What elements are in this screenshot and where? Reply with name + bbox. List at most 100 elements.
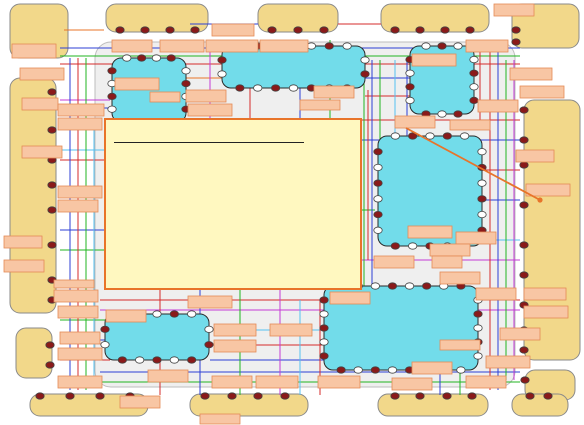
label-tag-56[interactable] (431, 255, 463, 269)
label-tag-55[interactable] (373, 255, 415, 269)
port-103[interactable] (319, 310, 329, 318)
label-tag-41[interactable] (465, 375, 507, 389)
port-84[interactable] (204, 341, 214, 349)
label-tag-5[interactable] (57, 117, 103, 131)
port-79[interactable] (187, 310, 197, 318)
port-151[interactable] (280, 392, 290, 400)
port-43[interactable] (405, 69, 415, 77)
port-146[interactable] (95, 392, 105, 400)
port-154[interactable] (442, 392, 452, 400)
label-tag-50[interactable] (213, 339, 257, 353)
port-137[interactable] (519, 201, 529, 209)
port-27[interactable] (324, 42, 334, 50)
label-tag-62[interactable] (449, 119, 491, 131)
label-tag-27[interactable] (509, 67, 553, 81)
label-tag-42[interactable] (411, 361, 453, 375)
port-149[interactable] (227, 392, 237, 400)
port-34[interactable] (360, 70, 370, 78)
port-115[interactable] (267, 26, 277, 34)
port-95[interactable] (422, 282, 432, 290)
port-155[interactable] (467, 392, 477, 400)
label-tag-7[interactable] (57, 185, 103, 199)
port-48[interactable] (469, 96, 479, 105)
port-42[interactable] (469, 55, 479, 64)
port-143[interactable] (520, 376, 530, 384)
label-tag-48[interactable] (213, 323, 257, 337)
port-111[interactable] (115, 26, 125, 34)
port-138[interactable] (519, 241, 529, 249)
port-144[interactable] (35, 392, 45, 400)
port-114[interactable] (190, 26, 200, 34)
label-tag-33[interactable] (407, 225, 453, 239)
label-tag-16[interactable] (111, 39, 153, 53)
port-50[interactable] (390, 242, 400, 250)
port-92[interactable] (387, 366, 398, 374)
port-68[interactable] (477, 210, 487, 219)
port-82[interactable] (204, 325, 214, 333)
label-tag-38[interactable] (523, 305, 569, 319)
port-52[interactable] (408, 242, 418, 250)
port-15[interactable] (107, 105, 117, 113)
port-122[interactable] (511, 26, 521, 34)
port-1[interactable] (122, 54, 132, 62)
port-25[interactable] (306, 42, 316, 50)
port-40[interactable] (453, 110, 463, 118)
port-113[interactable] (165, 26, 175, 34)
label-tag-3[interactable] (21, 97, 59, 111)
port-134[interactable] (519, 106, 529, 114)
port-13[interactable] (107, 92, 117, 101)
port-22[interactable] (271, 84, 281, 92)
label-tag-14[interactable] (57, 375, 103, 389)
port-139[interactable] (519, 271, 529, 279)
label-tag-17[interactable] (159, 39, 205, 53)
label-tag-12[interactable] (59, 331, 101, 345)
label-tag-31[interactable] (515, 149, 555, 163)
port-90[interactable] (370, 366, 380, 374)
port-9[interactable] (107, 67, 117, 75)
label-tag-1[interactable] (11, 43, 57, 59)
label-tag-9[interactable] (3, 235, 43, 249)
label-tag-21[interactable] (313, 85, 355, 99)
label-tag-28[interactable] (519, 85, 565, 99)
port-64[interactable] (477, 179, 487, 187)
port-32[interactable] (360, 56, 370, 64)
label-tag-36[interactable] (475, 287, 517, 301)
label-tag-8[interactable] (57, 199, 99, 213)
label-tag-22[interactable] (185, 89, 227, 103)
label-tag-15[interactable] (114, 77, 160, 91)
port-129[interactable] (47, 241, 57, 249)
label-tag-26[interactable] (465, 39, 509, 53)
port-81[interactable] (100, 325, 110, 333)
port-38[interactable] (437, 110, 447, 118)
label-tag-58[interactable] (53, 289, 99, 303)
port-45[interactable] (405, 83, 415, 91)
port-93[interactable] (404, 282, 415, 290)
port-33[interactable] (217, 70, 227, 78)
port-117[interactable] (319, 26, 329, 34)
port-128[interactable] (47, 206, 57, 214)
port-80[interactable] (187, 356, 197, 364)
port-153[interactable] (415, 392, 425, 400)
label-tag-54[interactable] (329, 291, 371, 305)
port-91[interactable] (387, 282, 398, 290)
port-59[interactable] (373, 148, 383, 156)
port-156[interactable] (525, 392, 535, 400)
label-tag-10[interactable] (3, 259, 45, 273)
port-29[interactable] (342, 42, 352, 50)
label-tag-34[interactable] (455, 231, 497, 245)
port-65[interactable] (373, 195, 383, 203)
port-123[interactable] (511, 38, 521, 46)
label-tag-6[interactable] (21, 145, 63, 159)
label-tag-49[interactable] (269, 323, 313, 337)
label-tag-57[interactable] (439, 271, 481, 285)
label-tag-18[interactable] (205, 39, 259, 53)
label-tag-23[interactable] (187, 103, 233, 117)
port-31[interactable] (217, 56, 227, 64)
port-66[interactable] (477, 195, 487, 203)
port-46[interactable] (469, 83, 479, 91)
label-tag-11[interactable] (57, 305, 99, 319)
port-78[interactable] (169, 356, 179, 364)
label-tag-30[interactable] (394, 115, 436, 129)
port-136[interactable] (519, 161, 529, 169)
label-tag-40[interactable] (485, 355, 531, 369)
